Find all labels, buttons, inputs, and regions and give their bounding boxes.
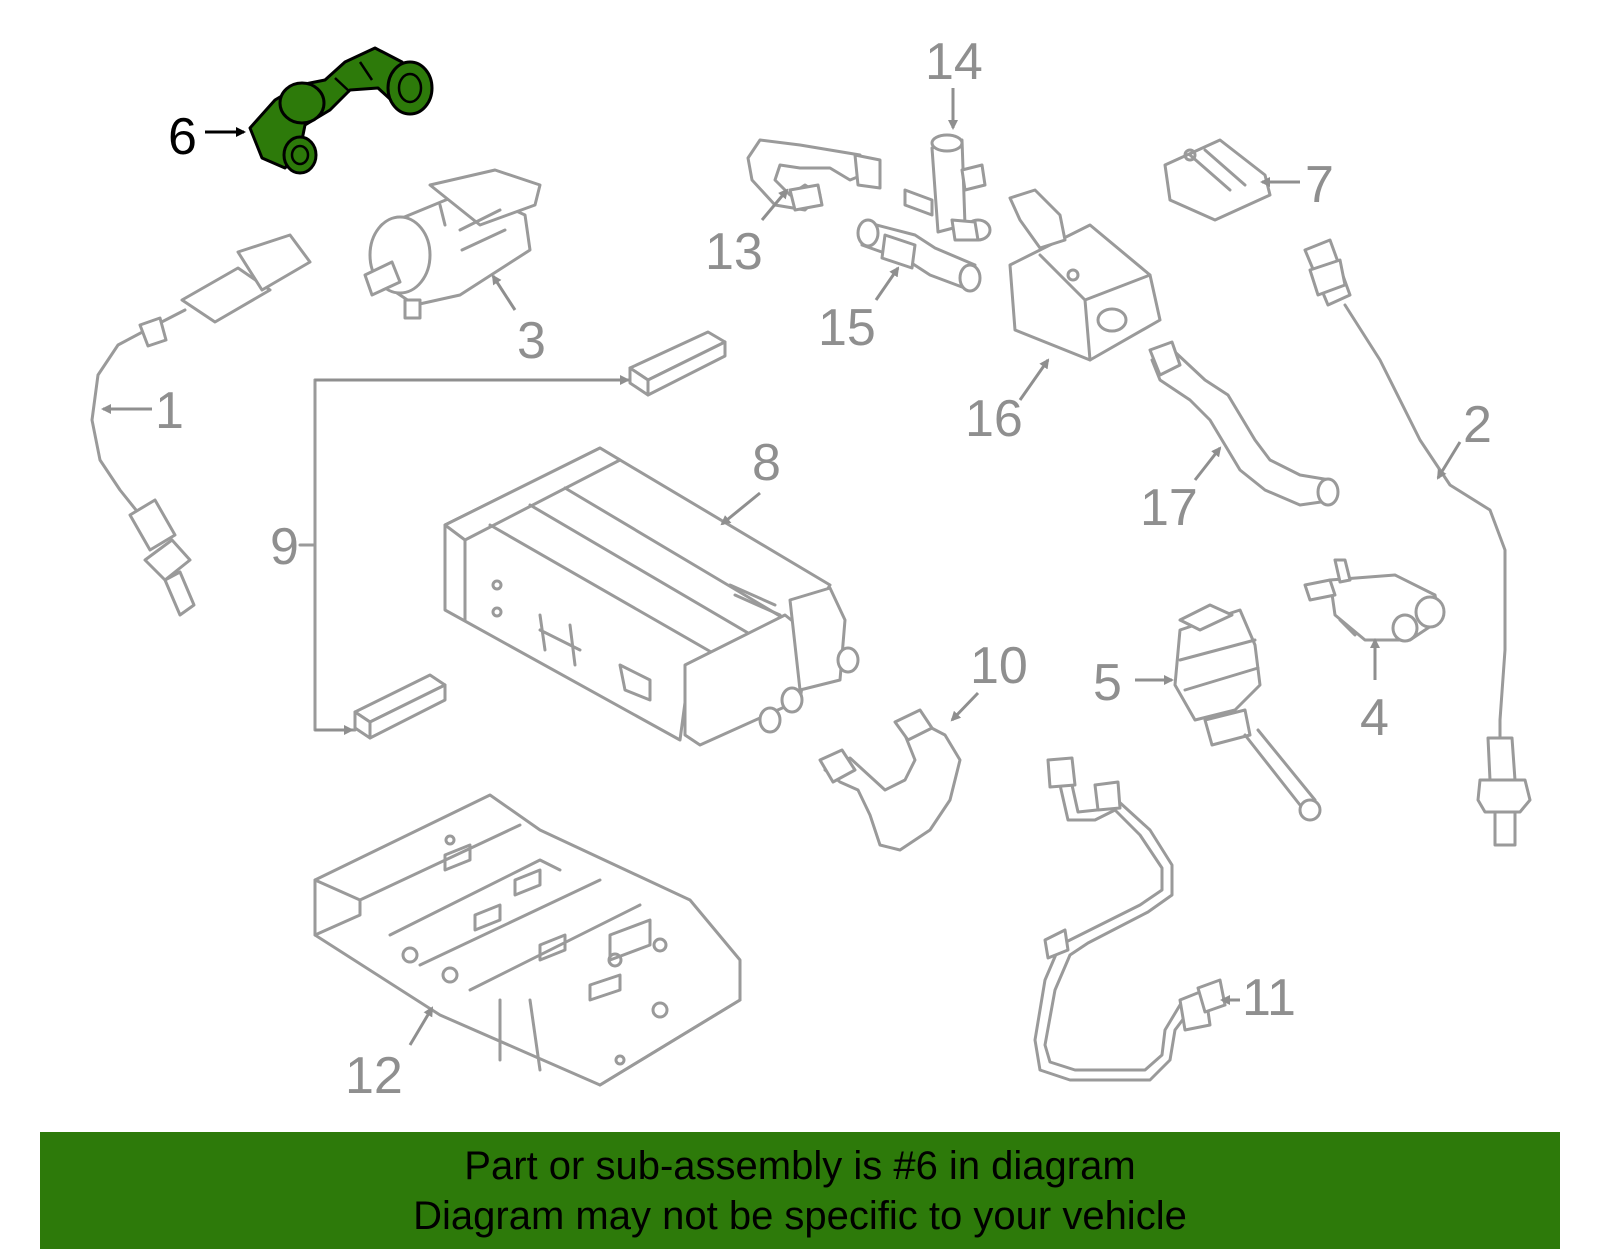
part-17-hose[interactable] [1148,340,1340,507]
callout-7: 7 [1305,156,1334,214]
callout-15: 15 [818,299,876,357]
banner-line-part: Part or sub-assembly is #6 in diagram [464,1143,1136,1188]
callout-9: 9 [270,518,299,576]
part-12-tray[interactable] [313,793,742,1087]
info-banner: Part or sub-assembly is #6 in diagram Di… [40,1132,1560,1249]
callout-11: 11 [1242,969,1296,1027]
callout-4: 4 [1360,689,1389,747]
part-15-fitting[interactable] [856,218,982,293]
callout-3: 3 [517,312,546,370]
part-4-solenoid[interactable] [1303,558,1446,643]
part-5-actuator[interactable] [1173,603,1322,822]
part-11-harness[interactable] [1033,756,1227,1082]
part-13-hose[interactable] [746,138,882,212]
callout-8: 8 [752,434,781,492]
part-2-sensor[interactable] [1303,238,1532,847]
callout-13: 13 [705,223,763,281]
callout-10: 10 [970,637,1028,695]
part-10-hose[interactable] [818,708,962,852]
callout-2: 2 [1463,396,1492,454]
part-8-canister[interactable] [443,446,860,747]
callout-16: 16 [965,390,1023,448]
part-14-fitting[interactable] [903,133,992,242]
callouts: 6 1 2 3 4 5 7 8 9 10 11 12 13 14 15 16 1… [155,33,1492,1105]
callout-12: 12 [345,1047,403,1105]
banner-line-disclaimer: Diagram may not be specific to your vehi… [413,1193,1187,1238]
callout-5: 5 [1093,654,1122,712]
part-3-valve[interactable] [363,168,542,320]
part-6-hose[interactable] [248,46,434,175]
part-7-sensor[interactable] [1163,138,1272,222]
callout-14: 14 [925,33,983,91]
part-1-sensor[interactable] [90,233,312,617]
callout-6: 6 [168,108,197,166]
part-16-module[interactable] [1008,188,1162,362]
callout-1: 1 [155,382,184,440]
callout-17: 17 [1140,479,1198,537]
leader-lines [101,88,1462,1046]
